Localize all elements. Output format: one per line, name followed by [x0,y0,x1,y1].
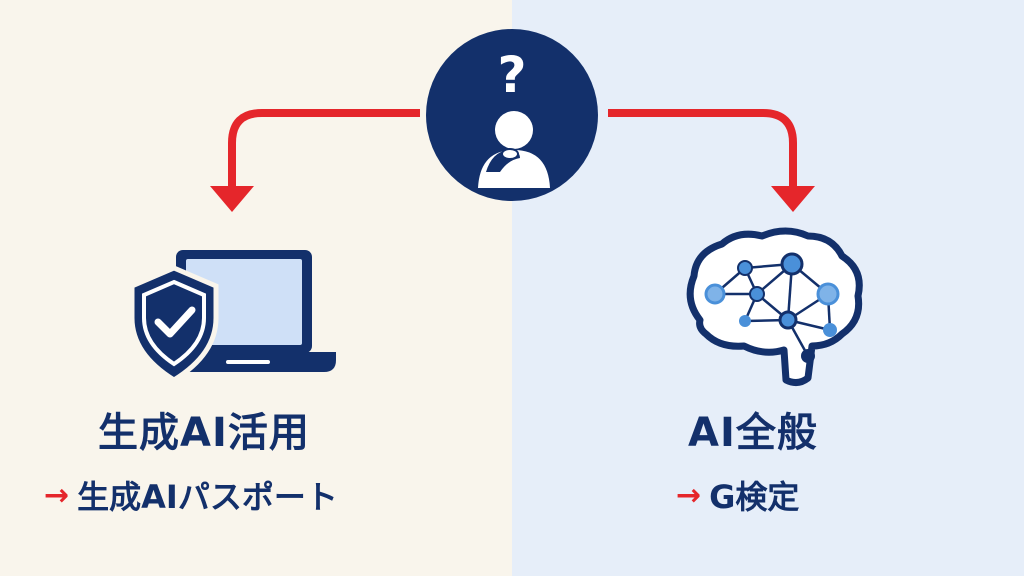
right-subtitle-row: → G検定 [676,472,799,518]
right-title: AI全般 [688,410,818,456]
right-arrow-icon: → [676,477,702,513]
right-flow-arrow [608,109,815,212]
left-flow-arrow [210,109,420,212]
left-subtitle: 生成AIパスポート [77,478,338,516]
left-subtitle-row: → 生成AIパスポート [44,472,338,518]
left-arrow-icon: → [44,477,70,513]
laptop-shield-check-icon [129,250,336,383]
question-person-icon: ? [426,29,598,201]
left-title: 生成AI活用 [98,410,310,456]
right-subtitle: G検定 [709,478,800,516]
brain-network-icon [686,227,863,387]
question-mark: ? [497,46,526,104]
